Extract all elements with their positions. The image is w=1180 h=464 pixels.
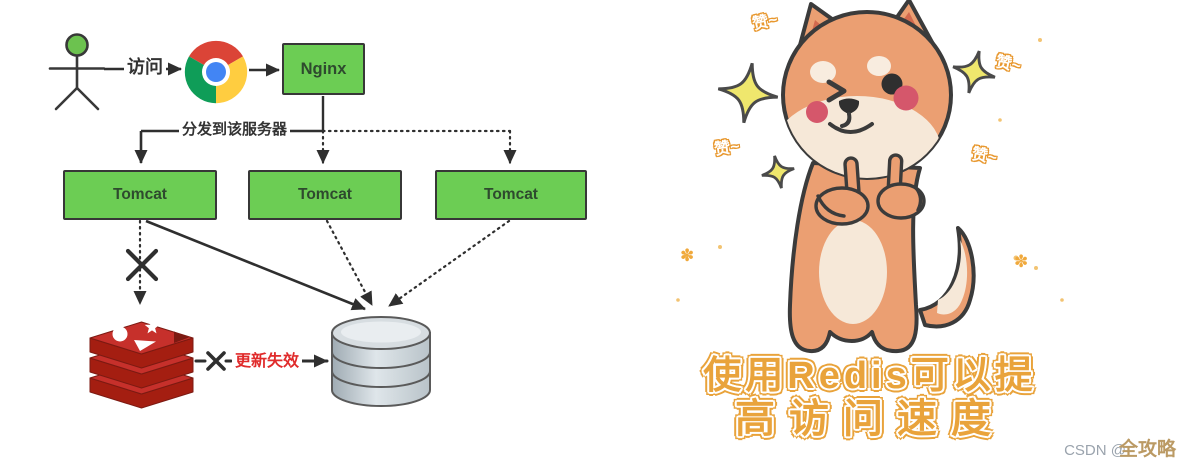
- node-nginx-label: Nginx: [300, 59, 347, 78]
- dog-mouth: [828, 112, 874, 134]
- redis-logo-icon: [89, 319, 194, 409]
- cross-out-icon: [206, 351, 226, 371]
- architecture-diagram: [48, 33, 517, 409]
- dog-blush-right: [893, 85, 919, 111]
- edge-label-access: 访问: [124, 57, 166, 79]
- dog-tail-highlight: [937, 240, 968, 315]
- database-cylinder-icon: [331, 316, 431, 407]
- sparkle-dots: [676, 38, 1064, 302]
- node-nginx: Nginx: [282, 43, 365, 95]
- watermark: CSDN @全攻略: [1064, 434, 1176, 461]
- node-tomcat-3-label: Tomcat: [484, 186, 538, 203]
- edge-tomcat1-to-redis: [125, 219, 159, 306]
- cross-out-icon: [125, 248, 159, 282]
- edge-label-dispatch: 分发到该服务器: [179, 121, 291, 139]
- watermark-prefix: CSDN @: [1064, 442, 1126, 459]
- dog-head: [781, 0, 953, 180]
- dog-blush-left: [806, 101, 828, 123]
- dog-nose: [838, 98, 860, 114]
- sparkle-flower-icon: ✽: [1014, 252, 1029, 271]
- dog-paws: [814, 153, 926, 226]
- star-icon: [717, 62, 779, 124]
- star-icon: [761, 155, 795, 189]
- chrome-browser-icon: [184, 40, 248, 104]
- user-stick-figure-icon: [48, 33, 106, 111]
- redis-star-shape: [144, 319, 160, 334]
- watermark-name: 全攻略: [1118, 439, 1176, 460]
- praise-sticker: 赞~: [970, 145, 999, 168]
- sparkle-flower-icon: ✽: [680, 246, 695, 265]
- praise-sticker: 赞~: [751, 11, 780, 34]
- edge-redis-to-db: [194, 351, 329, 371]
- praise-sticker: 赞~: [993, 53, 1023, 76]
- node-tomcat-3: Tomcat: [435, 170, 587, 220]
- node-tomcat-1-label: Tomcat: [113, 186, 167, 203]
- node-tomcat-2: Tomcat: [248, 170, 402, 220]
- edge-tomcat1-to-db: [145, 219, 366, 311]
- edge-tomcat3-to-db: [387, 219, 511, 308]
- star-icon: [952, 50, 996, 94]
- caption-line-2: 高访问速度: [735, 397, 1005, 441]
- node-tomcat-1: Tomcat: [63, 170, 217, 220]
- node-tomcat-2-label: Tomcat: [298, 186, 352, 203]
- dog-brow-right: [867, 56, 891, 76]
- caption-line-1: 使用Redis可以提: [703, 355, 1037, 397]
- edge-tomcat2-to-db: [325, 219, 374, 307]
- praise-sticker: 赞~: [713, 138, 741, 159]
- caption-text: 使用Redis可以提 高访问速度: [640, 355, 1100, 441]
- shiba-dog-illustration: [676, 0, 1064, 354]
- edge-label-update-fail: 更新失效: [232, 352, 303, 372]
- dog-belly: [819, 220, 887, 324]
- dog-brow-left: [810, 61, 836, 83]
- dog-wink-eye: [826, 79, 847, 103]
